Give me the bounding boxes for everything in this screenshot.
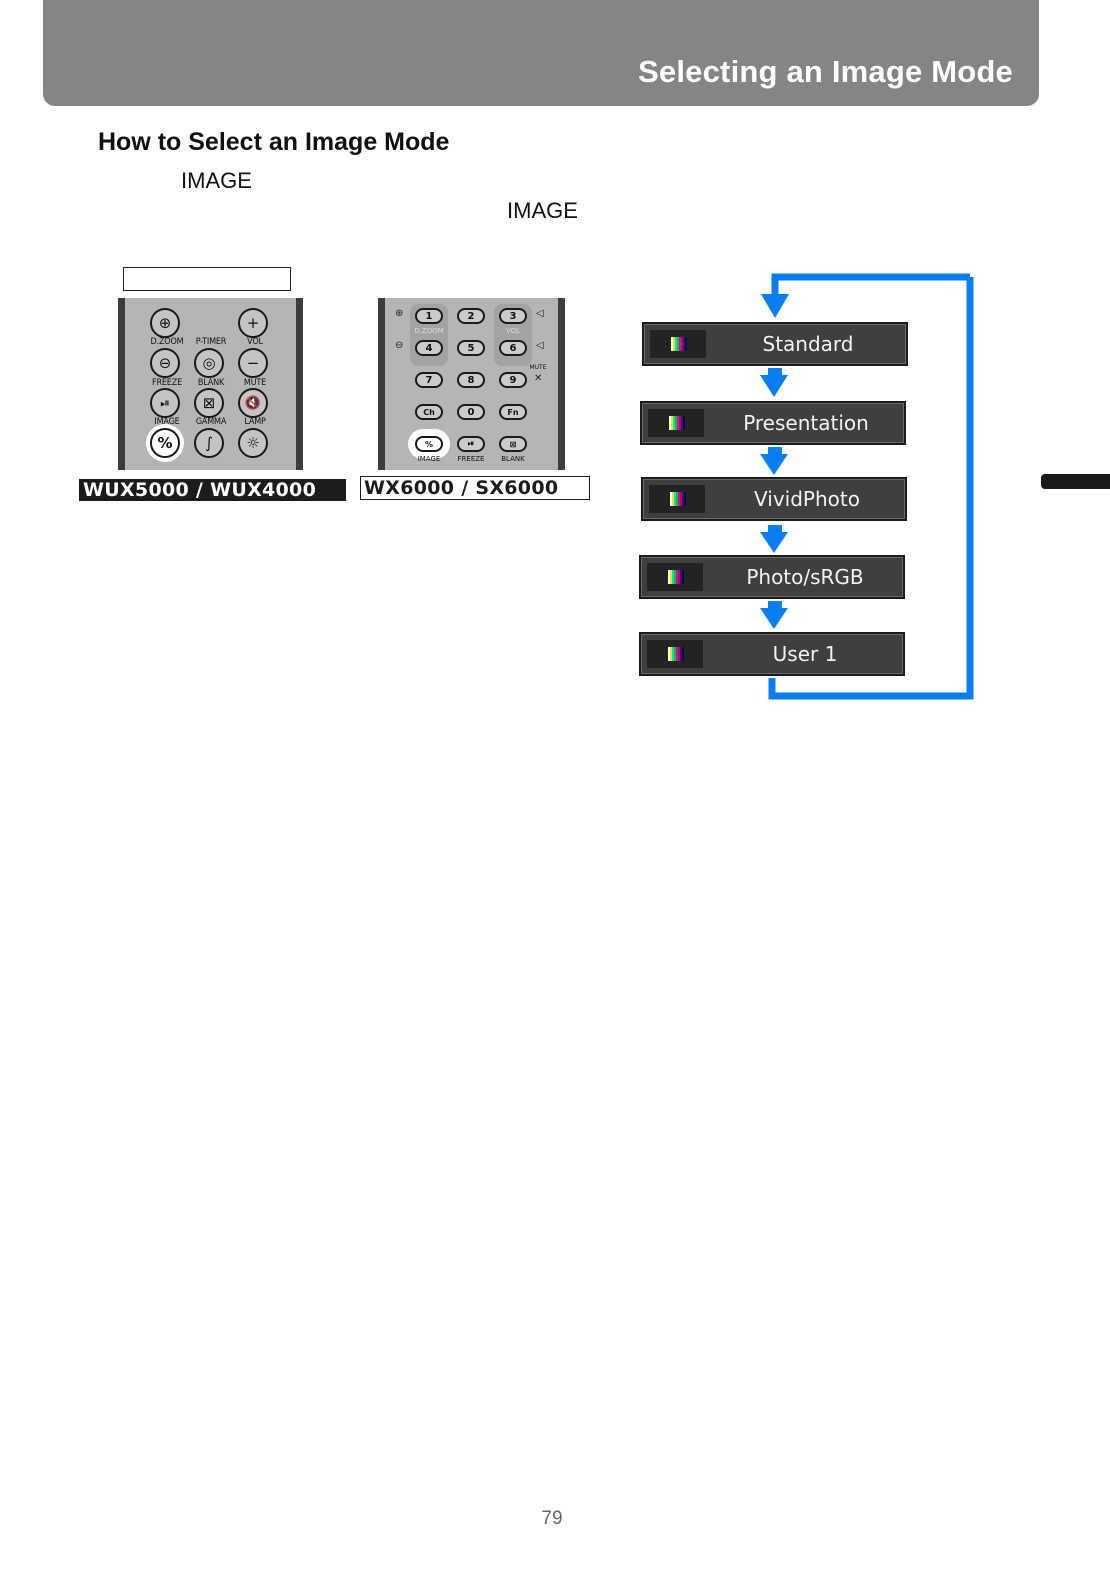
mode-cycle-diagram — [760, 273, 974, 700]
model-label-wux: WUX5000 / WUX4000 — [79, 479, 346, 501]
remote-label-image: IMAGE — [154, 417, 180, 427]
remote-control-b: ⊕ ⊖ ◁ ◁ ✕ 1 2 3 D.ZOOM VOL 4 5 6 MUTE 7 … — [378, 298, 565, 470]
header-band: Selecting an Image Mode — [43, 0, 1039, 106]
mute-icon: ✕ — [534, 373, 543, 384]
image-button-icon: % — [415, 436, 443, 452]
photo-srgb-mode-icon — [647, 563, 703, 591]
minus-icon: − — [238, 348, 268, 378]
remote-control-a: ⊕ + D.ZOOM P-TIMER VOL ⊖ ◎ − FREEZE BLAN… — [118, 298, 303, 470]
zoom-in-icon: ⊕ — [395, 308, 404, 319]
arrow-down-icon — [761, 294, 789, 318]
remote-label-freeze: FREEZE — [457, 455, 485, 463]
mode-standard: Standard — [642, 322, 908, 366]
blank-icon: ⊠ — [194, 388, 224, 418]
arrow-down-icon — [760, 375, 788, 397]
chapter-side-tab — [1041, 474, 1110, 489]
key-1: 1 — [415, 308, 443, 324]
remote-label-freeze: FREEZE — [152, 378, 182, 388]
arrow-down-icon — [760, 532, 788, 553]
mute-icon: 🔇 — [238, 388, 268, 418]
zoom-in-icon: ⊕ — [150, 308, 180, 338]
model-label-wx: WX6000 / SX6000 — [360, 476, 590, 500]
loop-back-line — [768, 277, 974, 700]
mode-photo-srgb: Photo/sRGB — [639, 555, 905, 599]
key-7: 7 — [415, 372, 443, 388]
key-6: 6 — [499, 340, 527, 356]
mode-label: Photo/sRGB — [746, 565, 864, 589]
key-9: 9 — [499, 372, 527, 388]
presentation-mode-icon — [648, 409, 704, 437]
image-button-reference-2: IMAGE — [507, 198, 578, 223]
remote-label-vol: VOL — [505, 327, 521, 335]
key-fn: Fn — [499, 404, 527, 420]
remote-label-dzoom: D.ZOOM — [414, 327, 444, 335]
user-mode-icon — [647, 640, 703, 668]
key-4: 4 — [415, 340, 443, 356]
key-5: 5 — [457, 340, 485, 356]
mode-label: VividPhoto — [754, 487, 860, 511]
key-2: 2 — [457, 308, 485, 324]
mode-label: Presentation — [743, 411, 869, 435]
mode-label: Standard — [762, 332, 854, 356]
blank-label-box — [123, 267, 291, 291]
remote-label-mute: MUTE — [529, 364, 547, 371]
key-3: 3 — [499, 308, 527, 324]
timer-icon: ◎ — [194, 348, 224, 378]
vividphoto-mode-icon — [649, 485, 705, 513]
zoom-out-icon: ⊖ — [150, 348, 180, 378]
standard-mode-icon — [650, 330, 706, 358]
remote-label-blank: BLANK — [197, 378, 225, 388]
mode-user-1: User 1 — [639, 632, 905, 676]
volume-down-icon: ◁ — [536, 340, 544, 351]
volume-up-icon: ◁ — [536, 308, 544, 319]
section-heading: How to Select an Image Mode — [98, 128, 450, 156]
plus-icon: + — [238, 308, 268, 338]
mode-presentation: Presentation — [640, 401, 906, 445]
freeze-icon: ⏯ — [150, 388, 180, 418]
loop-top-line — [771, 273, 970, 296]
page-title: Selecting an Image Mode — [638, 54, 1013, 89]
arrow-down-icon — [760, 608, 788, 629]
remote-label-lamp: LAMP — [244, 417, 266, 427]
remote-label-dzoom: D.ZOOM — [150, 337, 184, 347]
key-0: 0 — [457, 404, 485, 420]
key-8: 8 — [457, 372, 485, 388]
zoom-out-icon: ⊖ — [395, 340, 404, 351]
mode-vividphoto: VividPhoto — [641, 477, 907, 521]
freeze-icon: ⏯ — [457, 436, 485, 452]
mode-label: User 1 — [772, 642, 838, 666]
remote-label-image: IMAGE — [417, 455, 441, 463]
remote-label-vol: VOL — [247, 337, 263, 347]
lamp-icon: ☼ — [238, 428, 268, 458]
arrow-down-icon — [760, 454, 788, 475]
remote-label-mute: MUTE — [243, 378, 267, 388]
key-ch: Ch — [415, 404, 443, 420]
gamma-icon: ∫ — [194, 428, 224, 458]
page-number: 79 — [541, 1508, 563, 1529]
remote-label-blank: BLANK — [501, 455, 525, 463]
image-button-reference-1: IMAGE — [181, 168, 252, 193]
remote-label-ptimer: P-TIMER — [195, 337, 227, 347]
image-button-icon: % — [150, 428, 180, 458]
blank-icon: ⊠ — [499, 436, 527, 452]
remote-label-gamma: GAMMA — [195, 417, 227, 427]
